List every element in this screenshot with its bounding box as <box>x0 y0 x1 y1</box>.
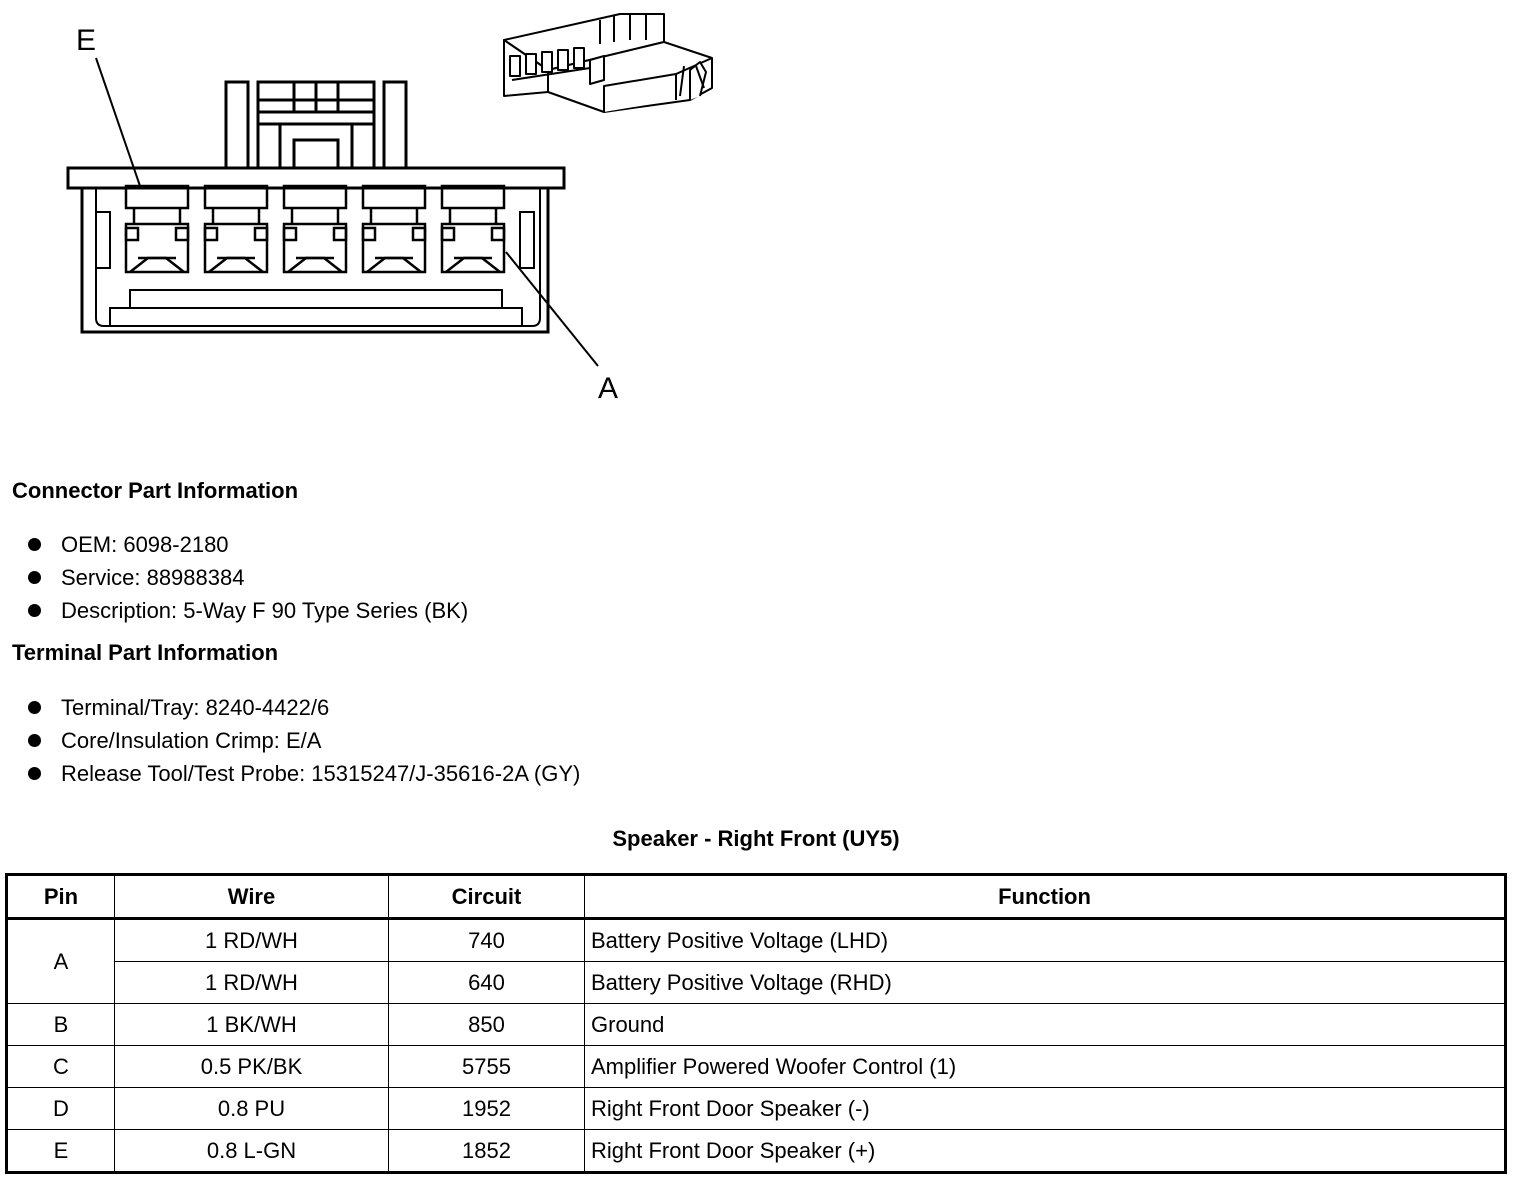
cavity-b <box>361 184 427 274</box>
column-header-pin: Pin <box>6 874 115 920</box>
list-item-text: Terminal/Tray: 8240-4422/6 <box>61 695 330 720</box>
pin-cell: E <box>6 1129 115 1173</box>
bullet-icon <box>28 538 41 551</box>
terminal-info-list: Terminal/Tray: 8240-4422/6 Core/Insulati… <box>28 691 580 790</box>
circuit-cell: 640 <box>388 961 585 1004</box>
list-item: Core/Insulation Crimp: E/A <box>28 724 580 757</box>
function-cell: Amplifier Powered Woofer Control (1) <box>584 1045 1506 1088</box>
function-cell: Right Front Door Speaker (+) <box>584 1129 1506 1173</box>
table-row: B 1 BK/WH 850 Ground <box>6 1003 1506 1046</box>
pin-cell: B <box>6 1003 115 1046</box>
bullet-icon <box>28 604 41 617</box>
leader-line-a <box>505 251 599 367</box>
bullet-icon <box>28 767 41 780</box>
list-item: Description: 5-Way F 90 Type Series (BK) <box>28 594 468 627</box>
table-row: 1 RD/WH 640 Battery Positive Voltage (RH… <box>7 961 1506 1004</box>
list-item: Terminal/Tray: 8240-4422/6 <box>28 691 580 724</box>
wire-cell: 1 RD/WH <box>114 918 389 962</box>
circuit-cell: 850 <box>388 1003 585 1046</box>
pin-cell: D <box>6 1087 115 1130</box>
circuit-cell: 1852 <box>388 1129 585 1173</box>
column-header-wire: Wire <box>114 874 389 920</box>
wire-cell: 1 RD/WH <box>114 961 389 1004</box>
column-header-function: Function <box>584 874 1506 920</box>
table-row: D 0.8 PU 1952 Right Front Door Speaker (… <box>6 1087 1506 1130</box>
bullet-icon <box>28 734 41 747</box>
pinout-table: Pin Wire Circuit Function A 1 RD/WH 740 … <box>5 873 1507 1174</box>
function-cell: Ground <box>584 1003 1506 1046</box>
circuit-cell: 5755 <box>388 1045 585 1088</box>
bullet-icon <box>28 701 41 714</box>
pin-cell: A <box>6 918 115 1004</box>
wire-cell: 1 BK/WH <box>114 1003 389 1046</box>
list-item: OEM: 6098-2180 <box>28 528 468 561</box>
list-item-text: Description: 5-Way F 90 Type Series (BK) <box>61 598 469 623</box>
cavity-d <box>203 184 269 274</box>
function-cell: Right Front Door Speaker (-) <box>584 1087 1506 1130</box>
cavity-a <box>440 184 506 274</box>
pin-label-e: E <box>76 24 96 57</box>
cavity-c <box>282 184 348 274</box>
table-title: Speaker - Right Front (UY5) <box>612 826 900 851</box>
list-item-text: OEM: 6098-2180 <box>61 532 229 557</box>
function-cell: Battery Positive Voltage (RHD) <box>584 961 1506 1004</box>
bullet-icon <box>28 571 41 584</box>
circuit-cell: 740 <box>388 918 585 962</box>
table-header-row: Pin Wire Circuit Function <box>6 874 1506 920</box>
connector-info-title: Connector Part Information <box>12 478 299 503</box>
connector-flange <box>66 166 566 190</box>
connector-body <box>80 188 550 334</box>
connector-isometric-view <box>503 13 713 113</box>
function-cell: Battery Positive Voltage (LHD) <box>584 918 1506 962</box>
leader-line-e <box>95 57 141 187</box>
wire-cell: 0.5 PK/BK <box>114 1045 389 1088</box>
table-row: C 0.5 PK/BK 5755 Amplifier Powered Woofe… <box>6 1045 1506 1088</box>
connector-info-list: OEM: 6098-2180 Service: 88988384 Descrip… <box>28 528 468 627</box>
list-item: Release Tool/Test Probe: 15315247/J-3561… <box>28 757 580 790</box>
pin-cell: C <box>6 1045 115 1088</box>
table-row: A 1 RD/WH 740 Battery Positive Voltage (… <box>6 918 1506 1004</box>
wire-cell: 0.8 PU <box>114 1087 389 1130</box>
terminal-info-title: Terminal Part Information <box>12 640 279 665</box>
cavity-e <box>124 184 190 274</box>
wire-cell: 0.8 L-GN <box>114 1129 389 1173</box>
pin-label-a: A <box>598 372 618 405</box>
list-item-text: Core/Insulation Crimp: E/A <box>61 728 322 753</box>
list-item-text: Service: 88988384 <box>61 565 245 590</box>
circuit-cell: 1952 <box>388 1087 585 1130</box>
list-item: Service: 88988384 <box>28 561 468 594</box>
table-row: E 0.8 L-GN 1852 Right Front Door Speaker… <box>6 1129 1506 1173</box>
connector-latch <box>224 80 408 170</box>
list-item-text: Release Tool/Test Probe: 15315247/J-3561… <box>61 761 581 786</box>
column-header-circuit: Circuit <box>388 874 585 920</box>
connector-face-diagram: E A <box>66 13 713 405</box>
